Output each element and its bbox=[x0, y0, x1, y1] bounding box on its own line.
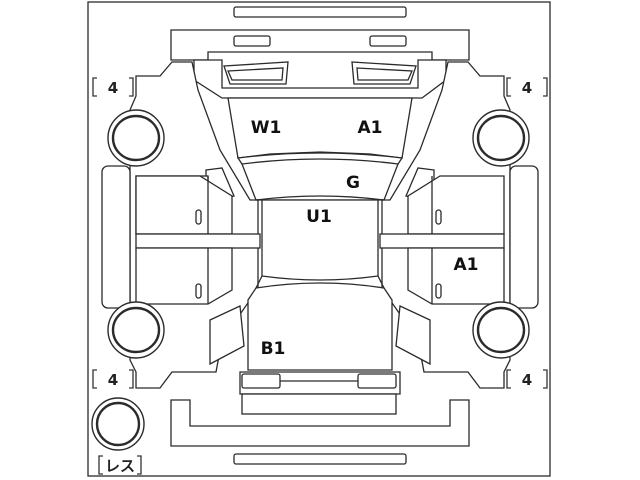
front-left-bracket-open bbox=[92, 77, 97, 97]
hood bbox=[193, 59, 447, 99]
left-b-pillar-sill bbox=[135, 233, 261, 249]
front-left-fog-lamp bbox=[233, 35, 271, 47]
rear-right-tire bbox=[472, 301, 530, 359]
right-tail-lamp bbox=[357, 373, 397, 389]
rear-glass bbox=[247, 282, 393, 371]
front-right-tread-value: 4 bbox=[522, 79, 532, 97]
spare-tire-value: レス bbox=[105, 457, 135, 475]
mark-windshield-right: A1 bbox=[358, 118, 383, 138]
front-right-bracket-open bbox=[506, 77, 511, 97]
roof bbox=[261, 199, 379, 281]
rear-left-bracket-open bbox=[92, 369, 97, 389]
spare-bracket-close bbox=[137, 455, 142, 475]
right-rear-quarter-window bbox=[395, 305, 431, 366]
left-headlight-inner bbox=[227, 67, 284, 81]
rear-bumper bbox=[170, 399, 470, 447]
right-rear-door-handle bbox=[435, 283, 442, 299]
mark-rear-glass: B1 bbox=[261, 339, 286, 359]
left-front-door-handle bbox=[195, 209, 202, 225]
rear-right-tread-value: 4 bbox=[522, 371, 532, 389]
left-rear-door bbox=[135, 247, 233, 305]
left-rear-quarter-window bbox=[209, 305, 245, 366]
rear-right-bracket-open bbox=[506, 369, 511, 389]
front-left-bracket-close bbox=[129, 77, 134, 97]
right-b-pillar-sill bbox=[379, 233, 505, 249]
front-right-tire bbox=[472, 109, 530, 167]
rear-left-tread-value: 4 bbox=[108, 371, 118, 389]
mark-front-right-fender: G bbox=[346, 173, 360, 193]
mark-windshield-left: W1 bbox=[251, 118, 282, 138]
rear-right-bracket-close bbox=[543, 369, 548, 389]
spare-tire bbox=[91, 397, 145, 451]
right-side-sill bbox=[509, 165, 539, 309]
right-headlight-inner bbox=[356, 67, 413, 81]
right-headlight bbox=[351, 61, 417, 85]
front-right-fog-lamp bbox=[369, 35, 407, 47]
rear-left-tire bbox=[107, 301, 165, 359]
mark-right-rear-door: A1 bbox=[454, 255, 479, 275]
front-right-bracket-close bbox=[543, 77, 548, 97]
front-bumper-strip bbox=[233, 6, 407, 18]
front-left-tire bbox=[107, 109, 165, 167]
c-pillar-lines bbox=[255, 275, 385, 289]
front-left-tread-value: 4 bbox=[108, 79, 118, 97]
rear-bumper-strip bbox=[233, 453, 407, 465]
left-side-sill bbox=[101, 165, 131, 309]
right-front-door-handle bbox=[435, 209, 442, 225]
left-headlight bbox=[223, 61, 289, 85]
rear-left-bracket-close bbox=[129, 369, 134, 389]
rear-panel bbox=[241, 393, 397, 415]
roof-front-edge bbox=[255, 195, 385, 201]
left-rear-door-handle bbox=[195, 283, 202, 299]
spare-bracket-open bbox=[98, 455, 103, 475]
left-tail-lamp bbox=[241, 373, 281, 389]
mark-roof: U1 bbox=[306, 207, 332, 227]
